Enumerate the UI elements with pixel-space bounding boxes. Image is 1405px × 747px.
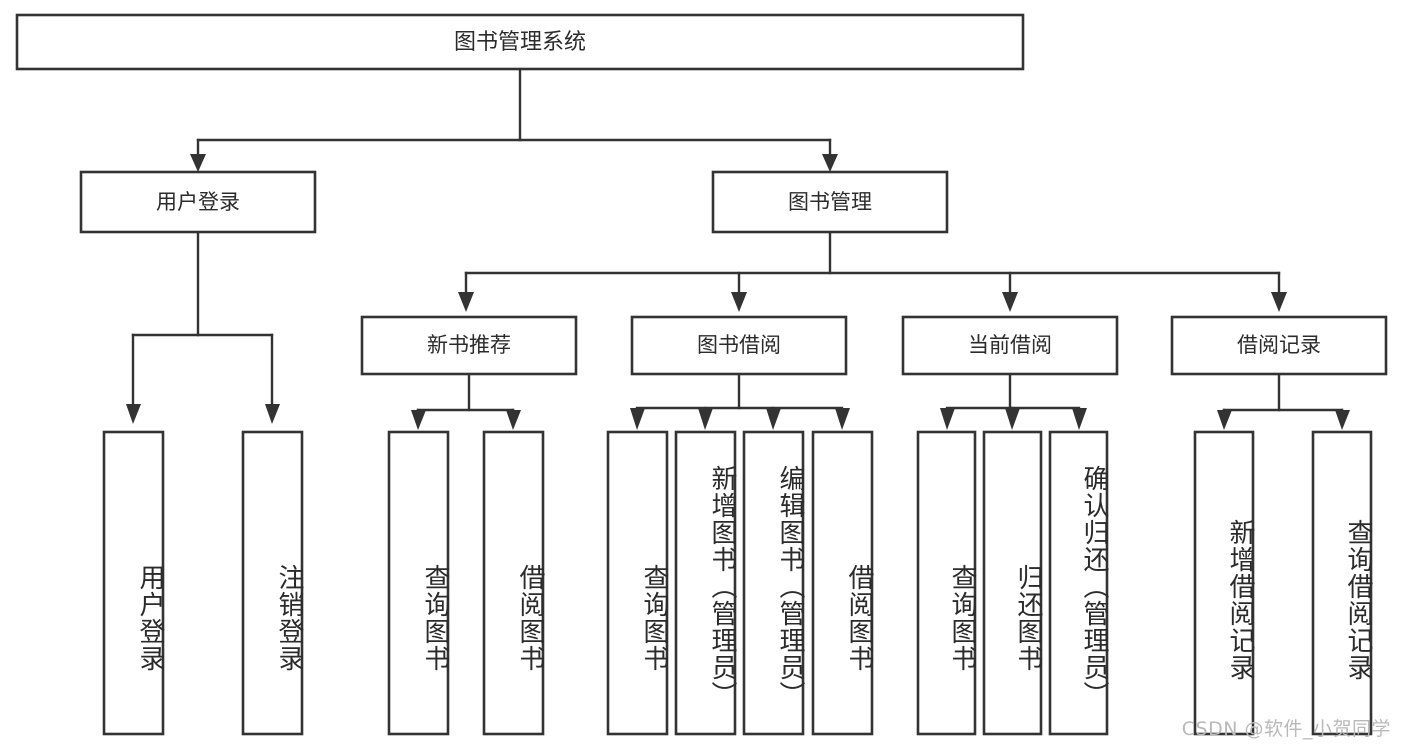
leaf-box-user-login-1[interactable] <box>102 430 165 736</box>
node-book-manage-label: 图书管理 <box>788 190 872 214</box>
arrow-newbook-l1 <box>411 410 426 430</box>
leaf-box-book-borrow-2[interactable] <box>674 430 737 736</box>
node-root-box[interactable] <box>15 13 1025 71</box>
leaf-box-borrow-record-2[interactable] <box>1311 430 1373 736</box>
node-book-borrow[interactable]: 图书借阅 <box>630 315 848 376</box>
leaf-box-book-borrow-3[interactable] <box>742 430 805 736</box>
arrow-currentborrow-l1 <box>940 408 955 430</box>
arrow-borrowrecord-l1 <box>1217 410 1232 430</box>
node-borrow-record[interactable]: 借阅记录 <box>1170 315 1388 376</box>
node-root[interactable]: 图书管理系统 <box>15 13 1025 71</box>
leaf-box-user-login-2[interactable] <box>241 430 304 736</box>
arrow-to-currentborrow <box>1002 292 1018 312</box>
leaf-box-current-borrow-2[interactable] <box>982 430 1043 736</box>
arrow-bookborrow-l4 <box>835 408 850 430</box>
arrow-to-book-manage <box>822 154 838 172</box>
node-book-manage-box[interactable] <box>711 170 949 234</box>
node-book-manage[interactable]: 图书管理 <box>711 170 949 234</box>
node-new-book-rec-box[interactable] <box>360 315 578 376</box>
node-user-login-label: 用户登录 <box>156 190 240 214</box>
arrow-bookborrow-l2 <box>698 408 713 430</box>
leaf-box-current-borrow-3[interactable] <box>1048 430 1109 736</box>
arrow-borrowrecord-l2 <box>1335 410 1350 430</box>
arrow-bookborrow-l1 <box>630 408 645 430</box>
node-user-login-box[interactable] <box>79 170 317 234</box>
node-new-book-rec[interactable]: 新书推荐 <box>360 315 578 376</box>
arrow-newbook-l2 <box>506 410 521 430</box>
node-borrow-record-label: 借阅记录 <box>1237 333 1321 357</box>
arrow-currentborrow-l3 <box>1072 408 1087 430</box>
arrow-userlogin-l1 <box>126 404 141 424</box>
leaf-box-borrow-record-1[interactable] <box>1193 430 1255 736</box>
node-root-label: 图书管理系统 <box>454 30 586 55</box>
arrow-to-newbook <box>458 292 474 312</box>
node-book-borrow-box[interactable] <box>630 315 848 376</box>
node-new-book-rec-label: 新书推荐 <box>427 333 511 357</box>
csdn-watermark: CSDN @软件_小贺同学 <box>1181 718 1391 740</box>
arrow-userlogin-l2 <box>265 404 280 424</box>
arrow-to-borrowrecord <box>1271 292 1287 312</box>
node-current-borrow[interactable]: 当前借阅 <box>901 315 1119 376</box>
arrow-to-bookborrow <box>731 292 747 312</box>
arrow-to-user-login <box>190 154 206 172</box>
leaf-box-current-borrow-1[interactable] <box>916 430 977 736</box>
leaf-box-new-book-rec-2[interactable] <box>482 430 545 736</box>
leaf-box-book-borrow-1[interactable] <box>606 430 669 736</box>
leaf-box-new-book-rec-1[interactable] <box>387 430 450 736</box>
node-current-borrow-label: 当前借阅 <box>968 333 1052 357</box>
leaf-box-book-borrow-4[interactable] <box>811 430 874 736</box>
node-borrow-record-box[interactable] <box>1170 315 1388 376</box>
arrow-bookborrow-l3 <box>766 408 781 430</box>
node-user-login[interactable]: 用户登录 <box>79 170 317 234</box>
arrow-currentborrow-l2 <box>1005 408 1020 430</box>
node-book-borrow-label: 图书借阅 <box>697 333 781 357</box>
node-current-borrow-box[interactable] <box>901 315 1119 376</box>
connector-layer <box>126 68 1350 430</box>
